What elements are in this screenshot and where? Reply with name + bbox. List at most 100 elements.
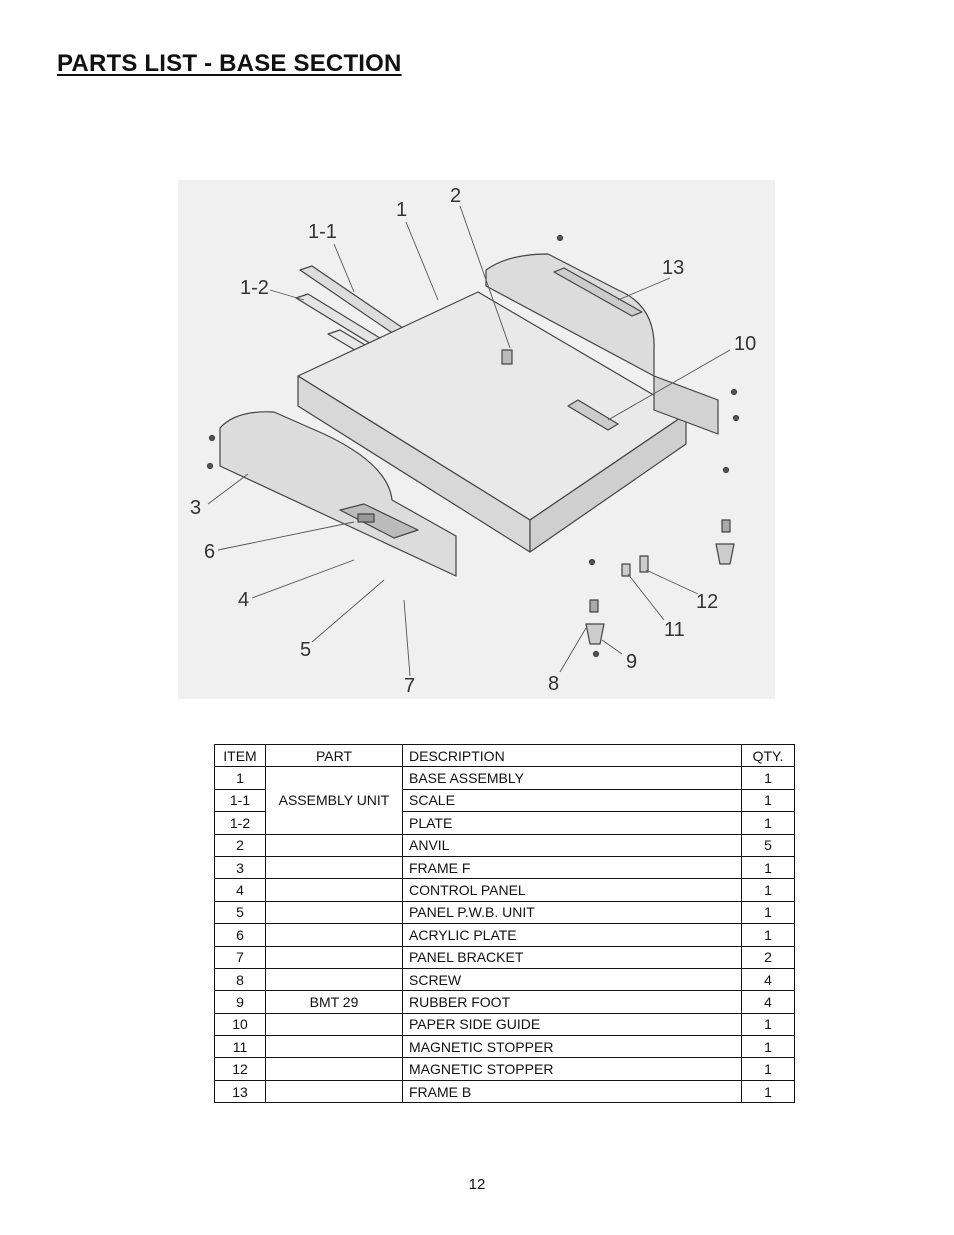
cell-description: PLATE <box>402 811 742 835</box>
table-row: 3 FRAME F 1 <box>214 855 795 880</box>
cell-description: PANEL P.W.B. UNIT <box>402 900 742 925</box>
table-row: 8 SCREW 4 <box>214 967 795 992</box>
control-panel <box>339 503 419 539</box>
cell-description: FRAME F <box>402 855 742 880</box>
cell-description: ANVIL <box>402 833 742 857</box>
header-qty: QTY. <box>741 743 795 768</box>
cell-qty: 2 <box>741 945 795 969</box>
cell-description: PAPER SIDE GUIDE <box>402 1012 742 1037</box>
paper-side-guide <box>567 399 619 431</box>
callout-2: 2 <box>450 185 461 207</box>
cell-part <box>265 923 403 947</box>
cell-item: 11 <box>214 1035 266 1059</box>
rubber-foot-left <box>585 623 605 645</box>
cell-item: 12 <box>214 1057 266 1081</box>
callout-11: 11 <box>664 619 685 641</box>
cell-item: 4 <box>214 878 266 902</box>
cell-item: 6 <box>214 923 266 947</box>
table-row: 9 BMT 29 RUBBER FOOT 4 <box>214 990 795 1014</box>
cell-description: CONTROL PANEL <box>402 878 742 902</box>
table-row: 11 MAGNETIC STOPPER 1 <box>214 1035 795 1059</box>
callout-12: 12 <box>696 591 718 613</box>
cell-qty: 1 <box>741 811 795 835</box>
table-row: 13 FRAME B 1 <box>214 1079 795 1104</box>
cell-description: ACRYLIC PLATE <box>402 923 742 947</box>
cell-part <box>265 833 403 857</box>
header-description: DESCRIPTION <box>402 743 742 768</box>
cell-part: BMT 29 <box>265 990 403 1014</box>
header-part: PART <box>265 743 403 768</box>
rubber-foot-right <box>715 543 735 565</box>
anvil <box>501 349 513 365</box>
cell-item: 3 <box>214 855 266 880</box>
cell-item: 5 <box>214 900 266 925</box>
cell-part <box>265 967 403 992</box>
cell-part <box>265 855 403 880</box>
cell-description: RUBBER FOOT <box>402 990 742 1014</box>
header-item: ITEM <box>214 743 266 768</box>
cell-qty: 1 <box>741 900 795 925</box>
cell-item: 2 <box>214 833 266 857</box>
callout-9: 9 <box>626 651 637 673</box>
callout-5: 5 <box>300 639 311 661</box>
cell-description: BASE ASSEMBLY <box>402 766 742 790</box>
cell-qty: 1 <box>741 1079 795 1104</box>
cell-item: 9 <box>214 990 266 1014</box>
table-row: 10 PAPER SIDE GUIDE 1 <box>214 1012 795 1037</box>
page-title: PARTS LIST - BASE SECTION <box>57 50 402 77</box>
cell-part <box>265 900 403 925</box>
cell-part <box>265 1079 403 1104</box>
callout-8: 8 <box>548 673 559 695</box>
callout-3: 3 <box>190 497 201 519</box>
callout-13: 13 <box>662 257 684 279</box>
cell-part <box>265 1035 403 1059</box>
cell-qty: 1 <box>741 878 795 902</box>
callout-10: 10 <box>734 333 756 355</box>
cell-part <box>265 945 403 969</box>
exploded-diagram: 1 1-1 1-2 2 3 4 5 6 7 8 9 10 11 12 13 <box>178 180 775 699</box>
cell-item: 13 <box>214 1079 266 1104</box>
cell-qty: 1 <box>741 923 795 947</box>
table-row: 2 ANVIL 5 <box>214 833 795 857</box>
callout-6: 6 <box>204 541 215 563</box>
frame-b <box>485 253 655 377</box>
callout-1-1: 1-1 <box>308 221 337 243</box>
base-side <box>529 413 687 553</box>
cell-description: MAGNETIC STOPPER <box>402 1057 742 1081</box>
table-row: 5 PANEL P.W.B. UNIT 1 <box>214 900 795 925</box>
cell-item: 1-2 <box>214 811 266 835</box>
parts-table: ITEM PART DESCRIPTION QTY. 1 ASSEMBLY UN… <box>214 743 795 1104</box>
cell-qty: 1 <box>741 1012 795 1037</box>
cell-qty: 5 <box>741 833 795 857</box>
cell-item: 8 <box>214 967 266 992</box>
cell-item: 7 <box>214 945 266 969</box>
cell-item: 1 <box>214 766 266 790</box>
cell-qty: 1 <box>741 788 795 813</box>
cell-qty: 1 <box>741 855 795 880</box>
table-row: 7 PANEL BRACKET 2 <box>214 945 795 969</box>
cell-qty: 1 <box>741 1035 795 1059</box>
table-header-row: ITEM PART DESCRIPTION QTY. <box>214 743 795 768</box>
cell-item: 1-1 <box>214 788 266 813</box>
callout-7: 7 <box>404 675 415 697</box>
base-section-drawing: 1 1-1 1-2 2 3 4 5 6 7 8 9 10 11 12 13 <box>190 185 756 697</box>
cell-qty: 1 <box>741 766 795 790</box>
table-row: 12 MAGNETIC STOPPER 1 <box>214 1057 795 1081</box>
cell-part <box>265 1012 403 1037</box>
table-row: 4 CONTROL PANEL 1 <box>214 878 795 902</box>
cell-qty: 4 <box>741 990 795 1014</box>
cell-description: SCALE <box>402 788 742 813</box>
cell-description: MAGNETIC STOPPER <box>402 1035 742 1059</box>
cell-part <box>265 878 403 902</box>
cell-item: 10 <box>214 1012 266 1037</box>
callout-1: 1 <box>396 199 407 221</box>
frame-b-strip <box>553 267 643 317</box>
cell-qty: 4 <box>741 967 795 992</box>
cell-description: SCREW <box>402 967 742 992</box>
cell-qty: 1 <box>741 1057 795 1081</box>
cell-part-merged: ASSEMBLY UNIT <box>265 766 403 835</box>
cell-description: FRAME B <box>402 1079 742 1104</box>
table-row: 1 ASSEMBLY UNIT BASE ASSEMBLY 1 <box>214 766 795 835</box>
cell-part <box>265 1057 403 1081</box>
magnetic-stopper-12 <box>639 555 649 573</box>
